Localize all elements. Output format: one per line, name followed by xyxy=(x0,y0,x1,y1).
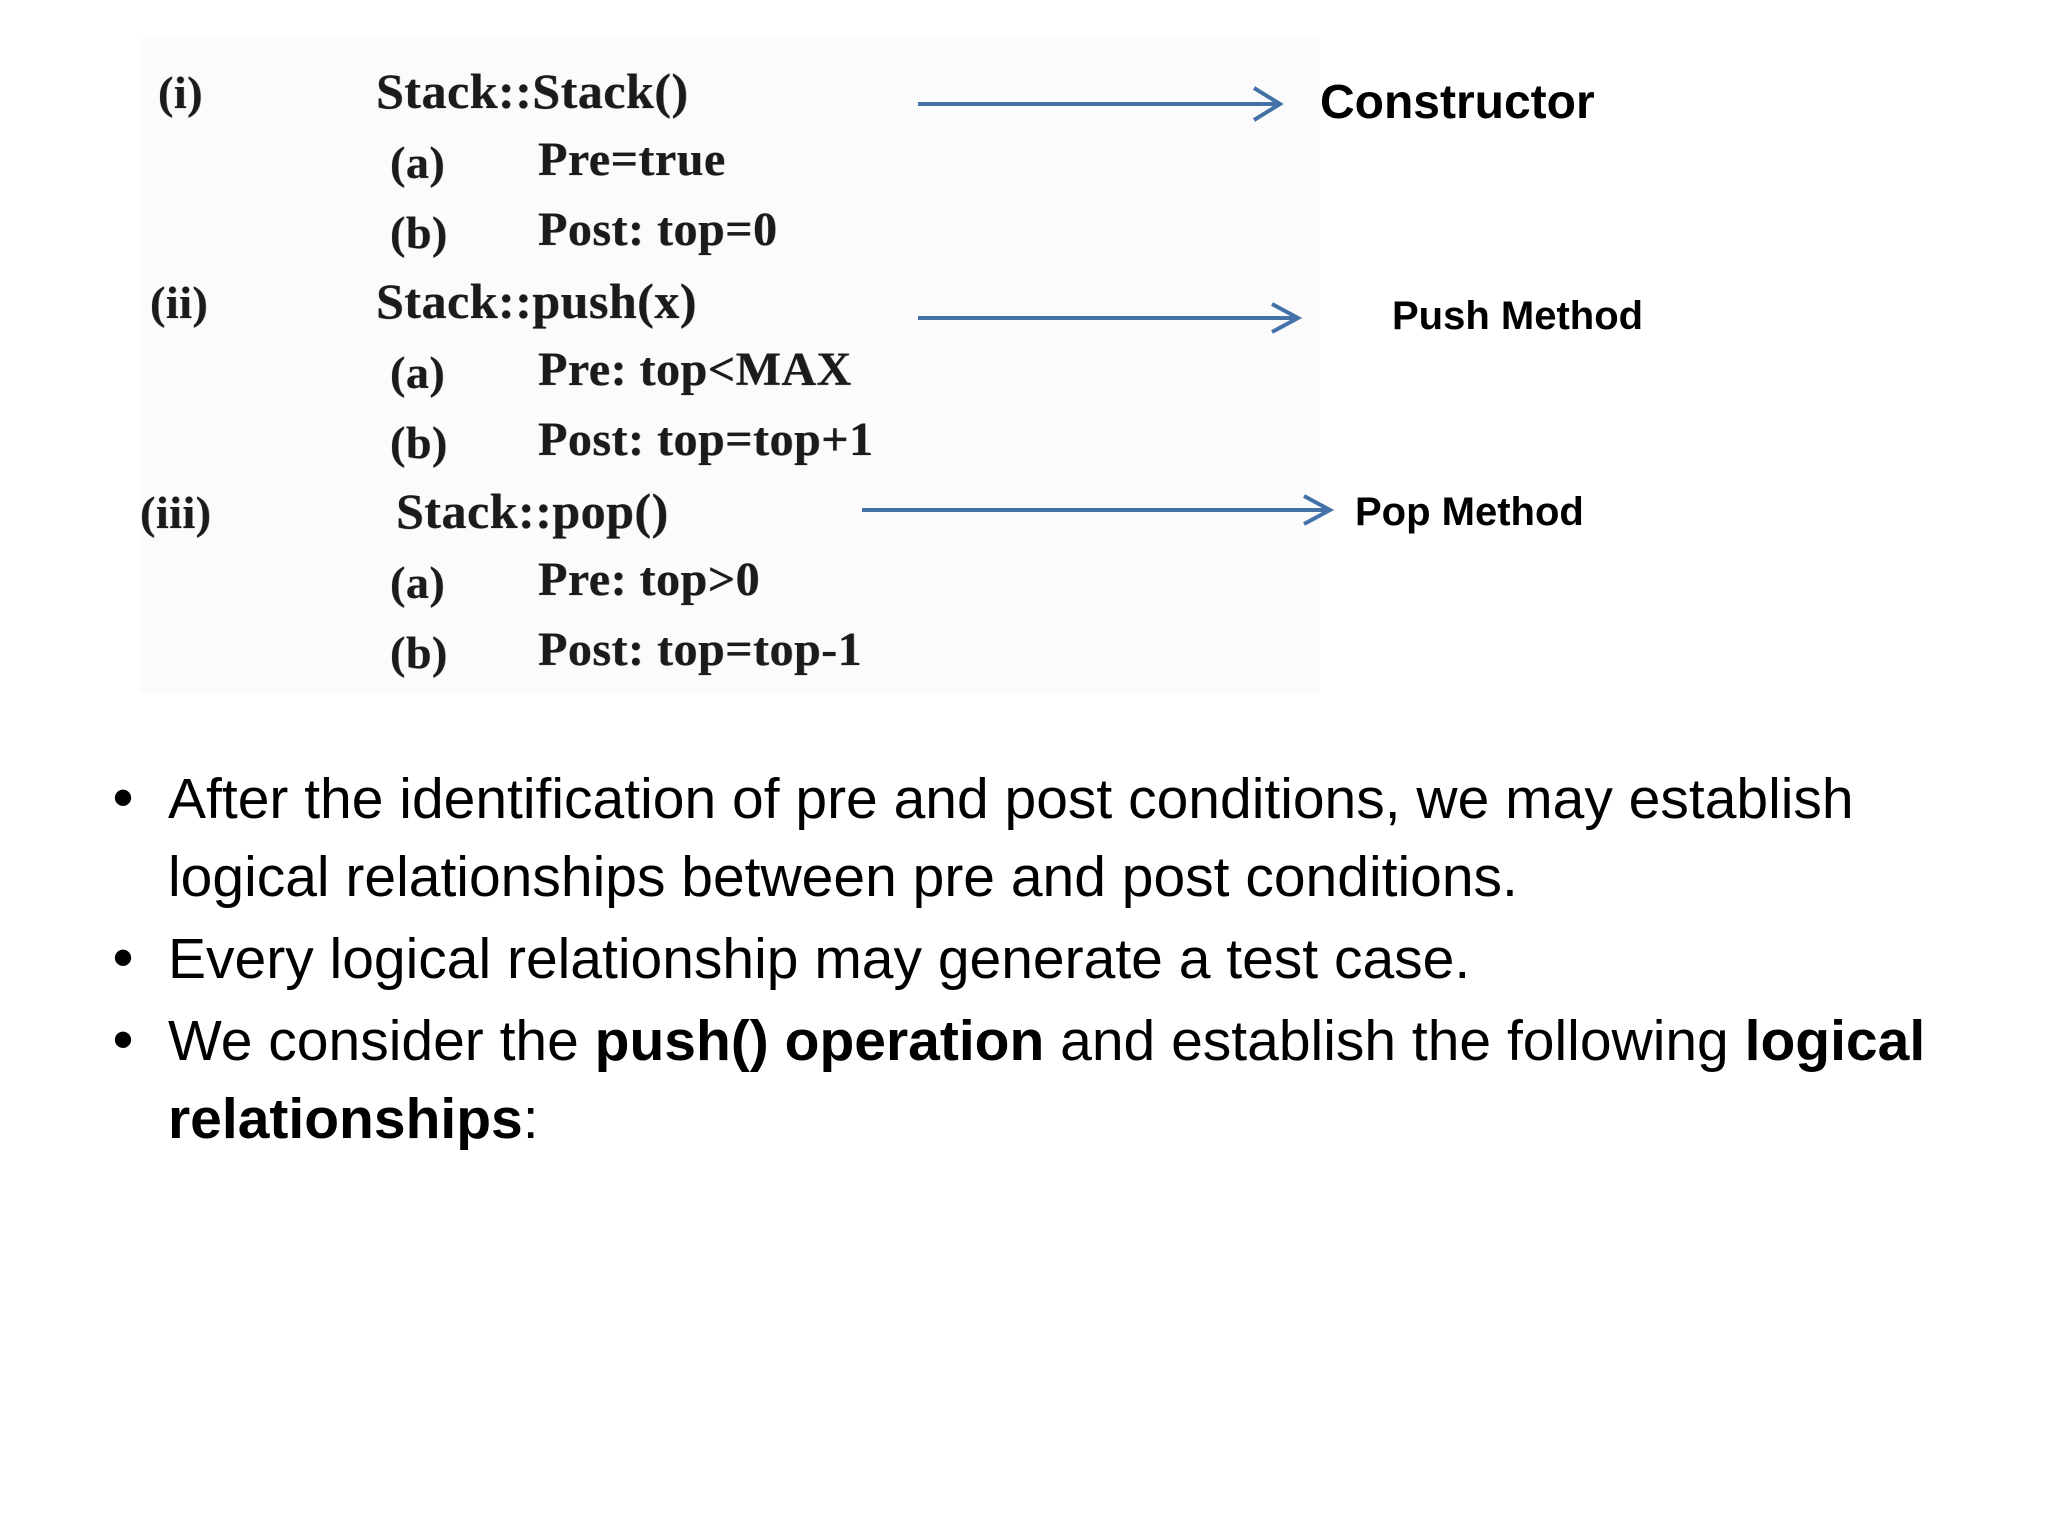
bullet-segment-bold: push() operation xyxy=(594,1009,1045,1073)
list-item: • We consider the push() operation and e… xyxy=(78,1002,1978,1158)
spec-condition-text-3b: Post: top=top-1 xyxy=(538,623,863,676)
bullet-list: • After the identification of pre and po… xyxy=(78,760,1978,1162)
spec-condition-label-2a: (a) xyxy=(390,347,446,398)
bullet-segment: We consider the xyxy=(168,1009,595,1073)
annotation-arrow-pop xyxy=(862,494,1335,526)
bullet-marker: • xyxy=(112,924,134,991)
spec-condition-text-2b: Post: top=top+1 xyxy=(538,413,874,466)
spec-condition-label-2b: (b) xyxy=(390,417,448,468)
bullet-segment-bold: logical relationships xyxy=(168,1009,1926,1151)
scanned-spec-image: (i) Stack::Stack() (a) Pre=true (b) Post… xyxy=(140,38,1320,693)
annotation-label-constructor: Constructor xyxy=(1320,76,1595,129)
bullet-segment: After the identification of pre and post… xyxy=(168,767,1854,909)
bullet-text-2: Every logical relationship may generate … xyxy=(168,920,1928,998)
list-item: • After the identification of pre and po… xyxy=(78,760,1978,916)
annotation-label-pop: Pop Method xyxy=(1355,490,1584,534)
spec-item-number-3: (iii) xyxy=(140,487,212,538)
bullet-segment: : xyxy=(522,1087,539,1151)
annotation-arrow-constructor xyxy=(918,86,1284,122)
spec-condition-label-3b: (b) xyxy=(390,627,448,678)
bullet-text-1: After the identification of pre and post… xyxy=(168,760,1928,916)
annotation-arrow-push xyxy=(918,302,1303,334)
annotation-label-push: Push Method xyxy=(1392,294,1644,338)
spec-condition-label-3a: (a) xyxy=(390,557,446,608)
bullet-marker: • xyxy=(112,1006,134,1073)
spec-condition-text-1a: Pre=true xyxy=(538,133,726,186)
spec-condition-text-1b: Post: top=0 xyxy=(538,203,778,256)
spec-item-signature-3: Stack::pop() xyxy=(396,483,669,539)
bullet-segment: and establish the following xyxy=(1044,1009,1745,1073)
bullet-segment: Every logical relationship may generate … xyxy=(168,927,1471,991)
spec-item-signature-1: Stack::Stack() xyxy=(376,63,689,119)
bullet-marker: • xyxy=(112,764,134,831)
spec-item-number-2: (ii) xyxy=(150,277,209,328)
spec-item-number-1: (i) xyxy=(158,67,203,118)
spec-condition-text-3a: Pre: top>0 xyxy=(538,553,761,606)
spec-condition-label-1a: (a) xyxy=(390,137,446,188)
spec-item-signature-2: Stack::push(x) xyxy=(376,273,697,329)
spec-condition-text-2a: Pre: top<MAX xyxy=(538,343,852,396)
list-item: • Every logical relationship may generat… xyxy=(78,920,1978,998)
spec-condition-label-1b: (b) xyxy=(390,207,448,258)
bullet-text-3: We consider the push() operation and est… xyxy=(168,1002,1928,1158)
